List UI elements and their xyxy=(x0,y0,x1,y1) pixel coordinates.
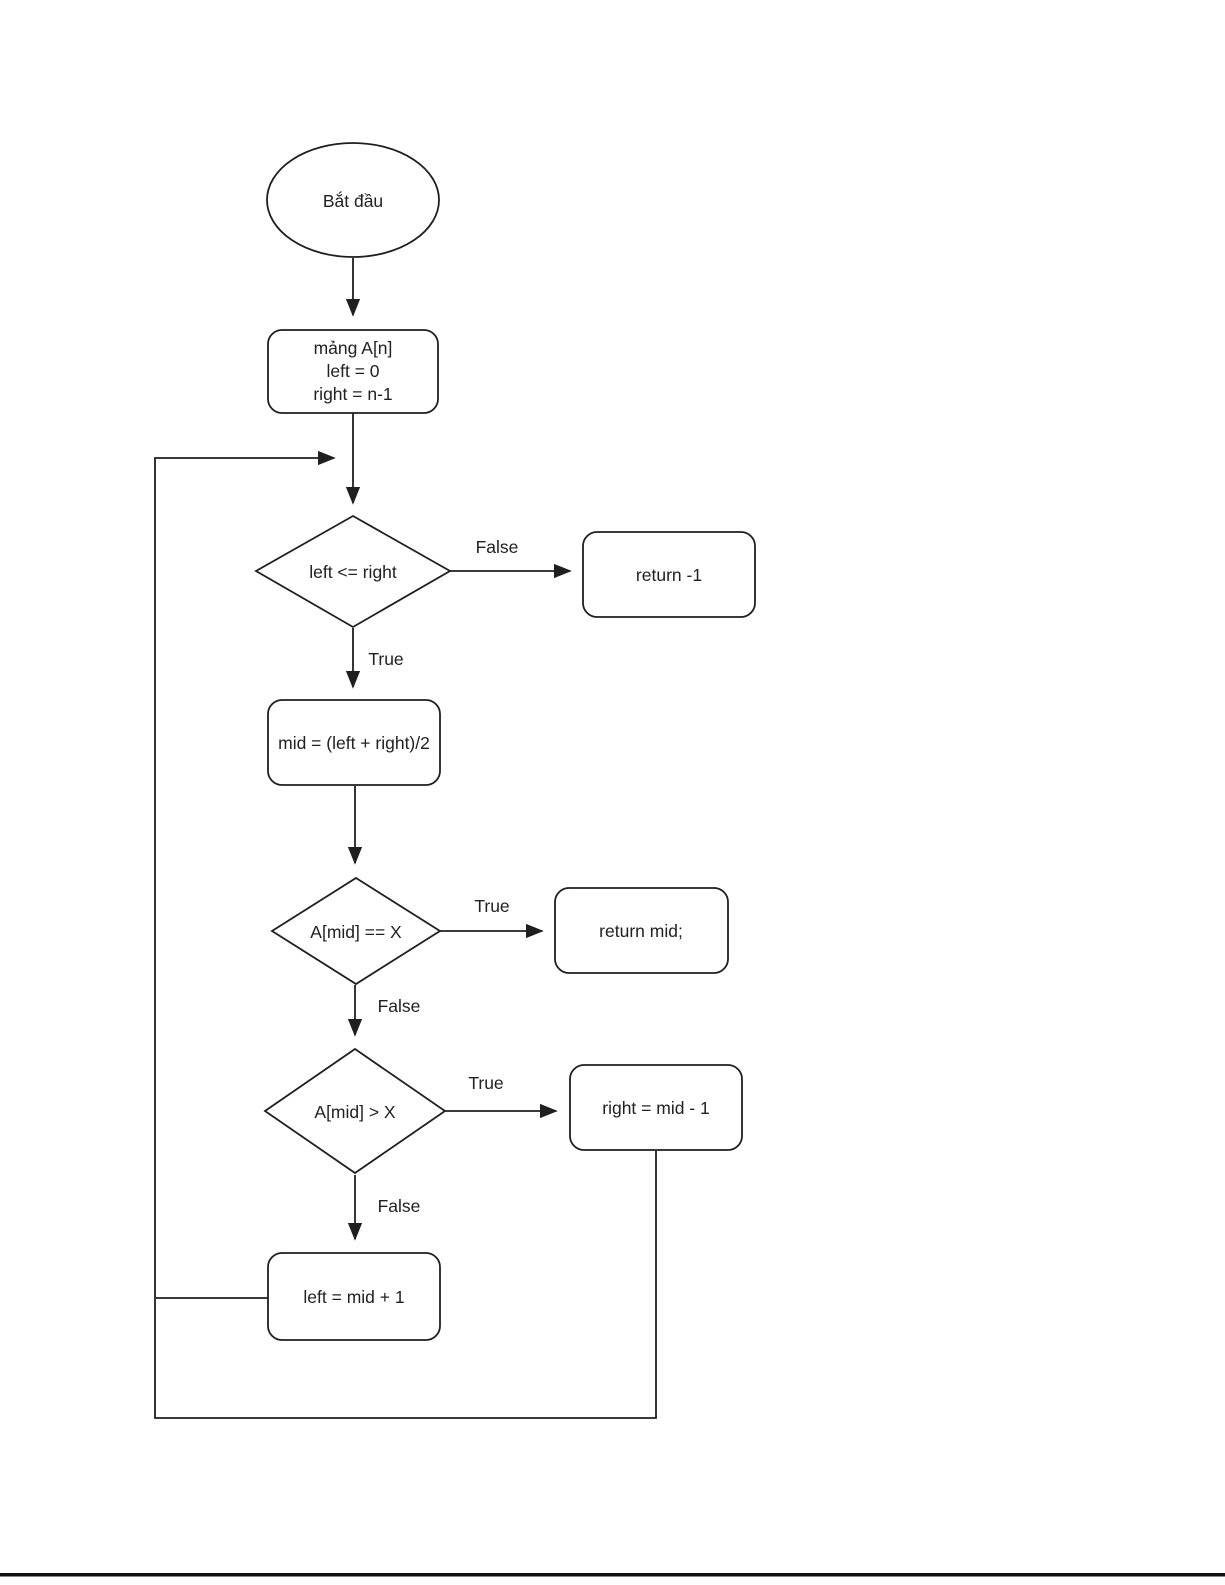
loop-condition-diamond xyxy=(254,514,452,629)
compute-mid-node: mid = (left + right)/2 xyxy=(267,699,441,786)
set-right-box xyxy=(569,1064,743,1151)
equal-condition-diamond xyxy=(270,876,442,986)
edge-loopback-bottom xyxy=(154,1151,657,1419)
set-left-box xyxy=(267,1252,441,1341)
set-left-node: left = mid + 1 xyxy=(267,1252,441,1341)
greater-condition-node: A[mid] > X xyxy=(263,1047,447,1175)
set-right-label: right = mid - 1 xyxy=(602,1098,709,1118)
label-eq-false: False xyxy=(378,996,421,1016)
init-line-1: mảng A[n] xyxy=(314,338,393,358)
compute-mid-box xyxy=(267,699,441,786)
loop-condition-label: left <= right xyxy=(309,562,397,582)
loop-condition-node: left <= right xyxy=(254,514,452,629)
equal-condition-node: A[mid] == X xyxy=(270,876,442,986)
return-neg1-node: return -1 xyxy=(582,531,756,618)
label-loop-false: False xyxy=(476,537,519,557)
return-mid-label: return mid; xyxy=(599,921,683,941)
start-label: Bắt đầu xyxy=(323,190,383,211)
start-ellipse xyxy=(266,142,440,258)
greater-condition-label: A[mid] > X xyxy=(314,1102,396,1122)
set-right-node: right = mid - 1 xyxy=(569,1064,743,1151)
return-neg1-label: return -1 xyxy=(636,565,702,585)
nodes: Bắt đầu mảng A[n] left = 0 right = n-1 l… xyxy=(254,142,756,1341)
label-gt-true: True xyxy=(468,1073,503,1093)
return-mid-box xyxy=(554,887,729,974)
greater-condition-diamond xyxy=(263,1047,447,1175)
init-line-3: right = n-1 xyxy=(313,384,392,404)
set-left-label: left = mid + 1 xyxy=(303,1287,404,1307)
label-gt-false: False xyxy=(378,1196,421,1216)
edge-loopback-left xyxy=(154,450,336,1299)
return-mid-node: return mid; xyxy=(554,887,729,974)
edge-labels: False True True False True False xyxy=(368,537,518,1216)
compute-mid-label: mid = (left + right)/2 xyxy=(278,733,430,753)
return-neg1-box xyxy=(582,531,756,618)
equal-condition-label: A[mid] == X xyxy=(310,922,402,942)
init-line-2: left = 0 xyxy=(326,361,379,381)
init-box xyxy=(267,329,439,414)
label-loop-true: True xyxy=(368,649,403,669)
label-eq-true: True xyxy=(474,896,509,916)
start-node: Bắt đầu xyxy=(266,142,440,258)
edges xyxy=(154,258,657,1419)
init-node: mảng A[n] left = 0 right = n-1 xyxy=(267,329,439,414)
page-bottom-rule xyxy=(0,1573,1225,1577)
